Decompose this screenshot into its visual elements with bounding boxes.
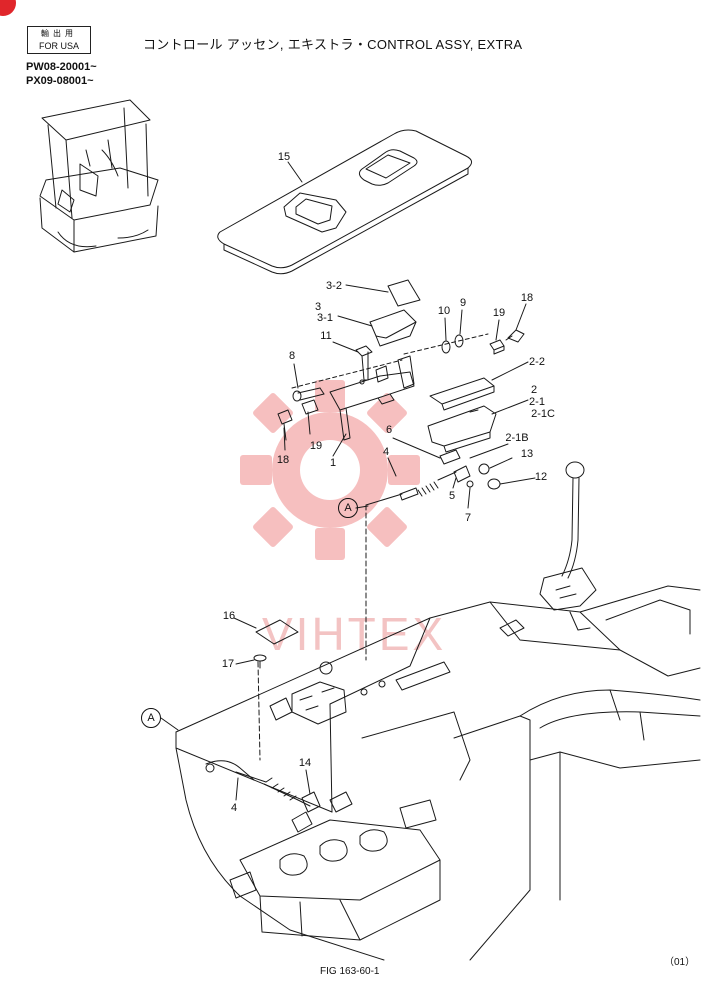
callout-leader-lines (160, 161, 536, 801)
callout-18-top: 18 (520, 292, 534, 304)
diagram-title: コントロール アッセン, エキストラ・CONTROL ASSY, EXTRA (143, 37, 523, 52)
watermark-gear-logo (240, 380, 420, 560)
part-12-ring (487, 478, 501, 490)
callout-17: 17 (221, 658, 235, 670)
part-19-nut-left (301, 399, 319, 415)
view-marker-a-lower: A (141, 708, 161, 728)
callout-4-bottom: 4 (230, 802, 238, 814)
export-badge-japanese: 輸出用 (41, 29, 77, 38)
hydraulic-valve-bank (229, 791, 441, 941)
callout-8: 8 (288, 350, 296, 362)
callout-3: 3 (314, 301, 322, 313)
callout-2-1: 2-1 (529, 396, 545, 408)
callout-19-top: 19 (492, 307, 506, 319)
part-15-cover-plate (217, 129, 472, 275)
part-19-nut-top (489, 339, 505, 355)
install-line-floor (257, 661, 261, 761)
callout-5: 5 (448, 490, 456, 502)
part-18-bolt-top (505, 329, 525, 343)
callout-2: 2 (530, 384, 538, 396)
callout-15: 15 (277, 151, 291, 163)
part-8-pin (292, 387, 325, 402)
part-1-bracket-assy (291, 333, 489, 441)
control-lever (539, 461, 597, 631)
callout-7: 7 (464, 512, 472, 524)
part-5-clevis (453, 465, 471, 483)
callout-6: 6 (385, 424, 393, 436)
part-10-washer (441, 340, 451, 354)
callout-19-left: 19 (309, 440, 323, 452)
watermark-text: VIHTEX (262, 608, 446, 660)
figure-number: FIG 163-60-1 (320, 966, 380, 977)
part-4-cable-lower (235, 771, 311, 807)
serial-range-1: PW08-20001~ (26, 61, 97, 73)
page-number: （01） (664, 957, 696, 968)
part-7-cotter-pin (466, 480, 474, 488)
part-17-clip (253, 654, 267, 669)
callout-9: 9 (459, 297, 467, 309)
part-9-ring (454, 334, 464, 348)
part-16-plate (255, 619, 299, 645)
callout-3-2: 3-2 (326, 280, 342, 292)
part-13-washer (478, 463, 490, 475)
callout-11: 11 (320, 330, 332, 342)
part-6-pin (439, 449, 461, 465)
callout-4-top: 4 (382, 446, 390, 458)
callout-13: 13 (520, 448, 534, 460)
export-badge-english: FOR USA (38, 41, 79, 51)
callout-18-left: 18 (276, 454, 290, 466)
part-18-bolt-left (277, 409, 293, 441)
part-2-pedal-assy (427, 405, 497, 453)
callout-16: 16 (222, 610, 236, 622)
part-11-bolt (355, 345, 373, 381)
part-2-2-pedal (429, 377, 495, 411)
serial-range-2: PX09-08001~ (26, 75, 94, 87)
callout-1: 1 (329, 457, 337, 469)
callout-12: 12 (534, 471, 548, 483)
part-14-clevis-lower (301, 791, 321, 813)
export-region-badge: 輸出用 FOR USA (27, 26, 91, 54)
callout-2-1c: 2-1C (531, 408, 555, 420)
part-4-control-cable (365, 471, 457, 506)
part-3-2-pad (387, 279, 421, 307)
callout-2-2: 2-2 (529, 356, 545, 368)
callout-3-1: 3-1 (317, 312, 333, 324)
view-marker-a-upper: A (338, 498, 358, 518)
machine-thumbnail-drawing (39, 99, 159, 253)
part-3-bracket (369, 309, 417, 347)
callout-2-1b: 2-1B (505, 432, 529, 444)
callout-14: 14 (298, 757, 312, 769)
callout-10: 10 (437, 305, 451, 317)
corner-page-tab: 1 (0, 0, 16, 16)
